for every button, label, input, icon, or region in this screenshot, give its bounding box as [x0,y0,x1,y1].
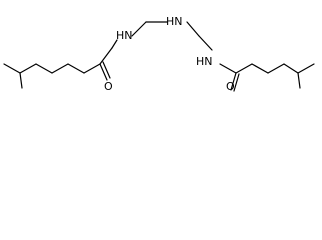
atom-label-nh-center: HN [166,15,183,28]
bond [251,63,269,74]
carbonyl-double-bond [233,73,240,92]
bond [51,63,69,74]
atom-label-o-right: O [226,80,235,93]
carbonyl-double-bond [99,63,108,81]
structural-formula: HN HN HN O O [3,15,315,93]
atom-label-nh-left: HN [116,29,133,42]
bond [3,63,21,74]
bond [35,63,53,74]
bond [186,21,200,37]
bond [219,63,237,74]
carbonyl-double-bond [102,61,111,79]
bond [67,63,85,74]
bond [19,72,23,89]
bond [19,63,37,74]
bond [297,63,315,74]
bond [111,39,118,49]
left-amide-group [99,39,118,81]
atom-label-nh-right: HN [196,55,213,68]
right-alkyl-chain [235,63,315,89]
left-alkyl-chain [3,63,101,89]
central-bridge [131,21,213,51]
right-amide-group [219,63,240,92]
bond [99,47,113,65]
bond [283,63,299,74]
bond [131,21,147,37]
carbonyl-double-bond [230,72,237,91]
bond [297,72,301,89]
bond [198,35,213,51]
atom-label-o-left: O [104,80,113,93]
bond [83,63,101,74]
bond [267,63,285,74]
bond [235,63,253,74]
